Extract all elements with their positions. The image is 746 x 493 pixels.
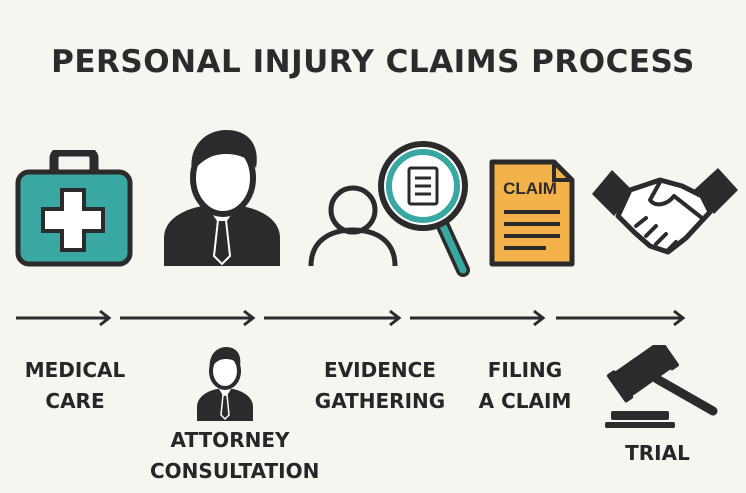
step-label-line2: GATHERING [314,389,446,413]
step-label-line1: FILING [487,358,563,382]
step-label-line2: CONSULTATION [150,459,320,483]
step-label-line1: TRIAL [625,441,690,465]
attorney-icon [164,130,280,266]
attorney-small-icon [197,347,253,421]
medical-kit-icon [15,150,133,267]
step-label-line1: EVIDENCE [324,358,436,382]
step-label-medical-care: MEDICAL CARE [20,355,130,417]
step-label-evidence-gathering: EVIDENCE GATHERING [305,355,455,417]
arrow-1 [16,309,112,327]
arrow-5 [556,309,686,327]
arrow-3 [264,309,402,327]
arrow-2 [120,309,256,327]
evidence-magnifier-icon [308,141,470,277]
step-label-line2: CARE [45,389,105,413]
diagram-title: PERSONAL INJURY CLAIMS PROCESS [51,44,695,80]
step-label-filing-a-claim: FILING A CLAIM [470,355,580,417]
step-label-attorney-consultation: ATTORNEY CONSULTATION [150,425,320,487]
claim-doc-text: CLAIM [503,179,557,198]
arrow-4 [410,309,546,327]
handshake-icon [592,168,738,255]
step-label-line1: MEDICAL [24,358,126,382]
step-label-line1: ATTORNEY [170,428,290,452]
step-label-trial: TRIAL [610,438,705,469]
gavel-icon [605,345,718,428]
step-label-line2: A CLAIM [478,389,572,413]
claim-document-icon: CLAIM [489,159,575,267]
